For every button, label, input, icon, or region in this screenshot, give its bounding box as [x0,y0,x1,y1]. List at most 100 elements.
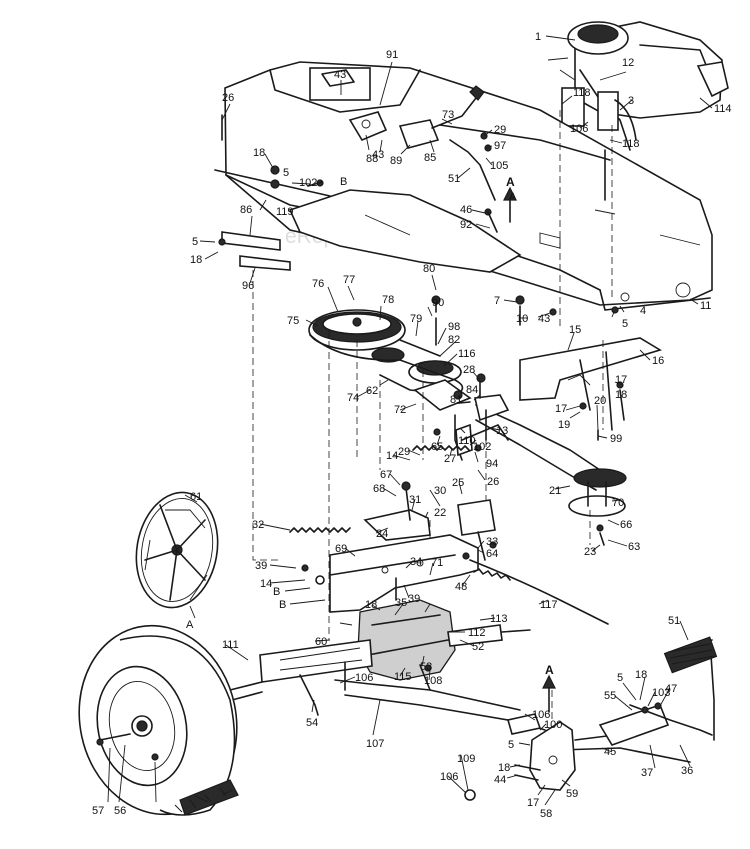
callout-label: 16 [652,355,664,367]
callout-label: 88 [366,153,378,165]
callout-label: 44 [494,774,506,786]
callout-label: 18 [635,669,647,681]
callout-label: 58 [540,808,552,820]
callout-label: 70 [612,497,624,509]
callout-label: 84 [466,384,478,396]
wheel-cover [135,491,219,609]
callout-label: 107 [366,738,384,750]
callout-label: 28 [463,364,475,376]
callout-label: 24 [376,528,388,540]
callout-label: 106 [532,709,550,721]
callout-label: B [279,599,286,611]
callout-label: 78 [382,294,394,306]
callout-label: 36 [681,765,693,777]
callout-label: 12 [622,57,634,69]
callout-label: 11 [700,300,711,312]
callout-label: 108 [424,675,442,687]
callout-label: 92 [460,219,472,231]
callout-label: 110 [458,435,476,447]
callout-label: 10 [516,313,528,325]
callout-label: 4 [640,305,646,317]
left-rail [214,114,331,271]
callout-label: 66 [620,519,632,531]
callout-label: 39 [255,560,267,572]
callout-label: 5 [617,672,623,684]
callout-label: 32 [252,519,264,531]
callout-label: 106 [355,672,373,684]
callout-label: A [509,191,517,203]
callout-label: 27 [444,453,456,465]
callout-label: 116 [458,348,476,360]
callout-label: 17 [615,374,627,386]
callout-label: 98 [448,321,460,333]
callout-label: 61 [190,491,202,503]
callout-label: 68 [373,483,385,495]
callout-label: 43 [538,313,550,325]
arrow-a-bottom [542,674,556,713]
callout-label: 14 [386,450,398,462]
callout-label: 111 [222,639,239,651]
callout-label: 106 [440,771,458,783]
callout-label: 91 [386,49,398,61]
callout-label: B [340,176,347,188]
callout-label: 96 [242,280,254,292]
transaxle-bracket [329,534,479,613]
callout-label: 18 [615,389,627,401]
callout-label: 18 [253,147,265,159]
floor-pad [288,189,522,273]
pedal-assembly [464,636,718,801]
callout-label: 29 [398,446,410,458]
callout-label: 102 [473,441,491,453]
section-mark-a-top: A [506,175,515,189]
callout-label: 14 [260,578,272,590]
callout-label: 64 [486,548,498,560]
callout-label: 82 [448,334,460,346]
callout-label: 15 [569,324,581,336]
callout-label: 18 [365,599,377,611]
callout-label: 22 [434,507,446,519]
callout-label: 26 [487,476,499,488]
callout-label: 18 [498,762,510,774]
callout-label: 57 [92,805,104,817]
callout-label: 80 [423,263,435,275]
rear-wheel [78,624,239,816]
callout-label: 23 [584,546,596,558]
callout-label: 51 [668,615,680,627]
callout-label: 3 [628,95,634,107]
callout-label: 97 [494,140,506,152]
callout-label: 85 [424,152,436,164]
callout-label: 5 [622,318,628,330]
callout-label: 90 [432,297,444,309]
callout-label: 59 [566,788,578,800]
callout-label: 25 [452,477,464,489]
callout-label: 114 [714,103,732,115]
engine [547,21,729,151]
callout-label: 115 [394,671,412,683]
callout-label: 39 [408,593,420,605]
callout-label: 34 [410,556,422,568]
callout-label: 52 [472,641,484,653]
callout-label: 62 [366,385,378,397]
hardware [301,132,625,585]
callout-label: B [273,586,280,598]
callout-label: 65 [431,441,443,453]
callout-labels: 1 91 43 12 118 3 106 114 26 73 29 97 118… [92,31,732,820]
callout-label: 81 [450,394,462,406]
callout-label: 56 [114,805,126,817]
callout-label: 63 [628,541,640,553]
callout-label: 76 [312,278,324,290]
callout-label: 72 [394,404,406,416]
callout-label: 119 [276,206,294,218]
callout-label: 106 [570,123,588,135]
callout-label: 5 [508,739,514,751]
callout-label: 37 [641,767,653,779]
callout-label: 31 [409,494,421,506]
callout-label: 75 [287,315,299,327]
callout-label: 20 [594,395,606,407]
callout-label: 117 [540,599,558,611]
callout-label: 112 [468,627,486,639]
section-mark-a-bottom: A [545,663,554,677]
callout-label: 17 [527,797,539,809]
callout-label: 94 [486,458,498,470]
